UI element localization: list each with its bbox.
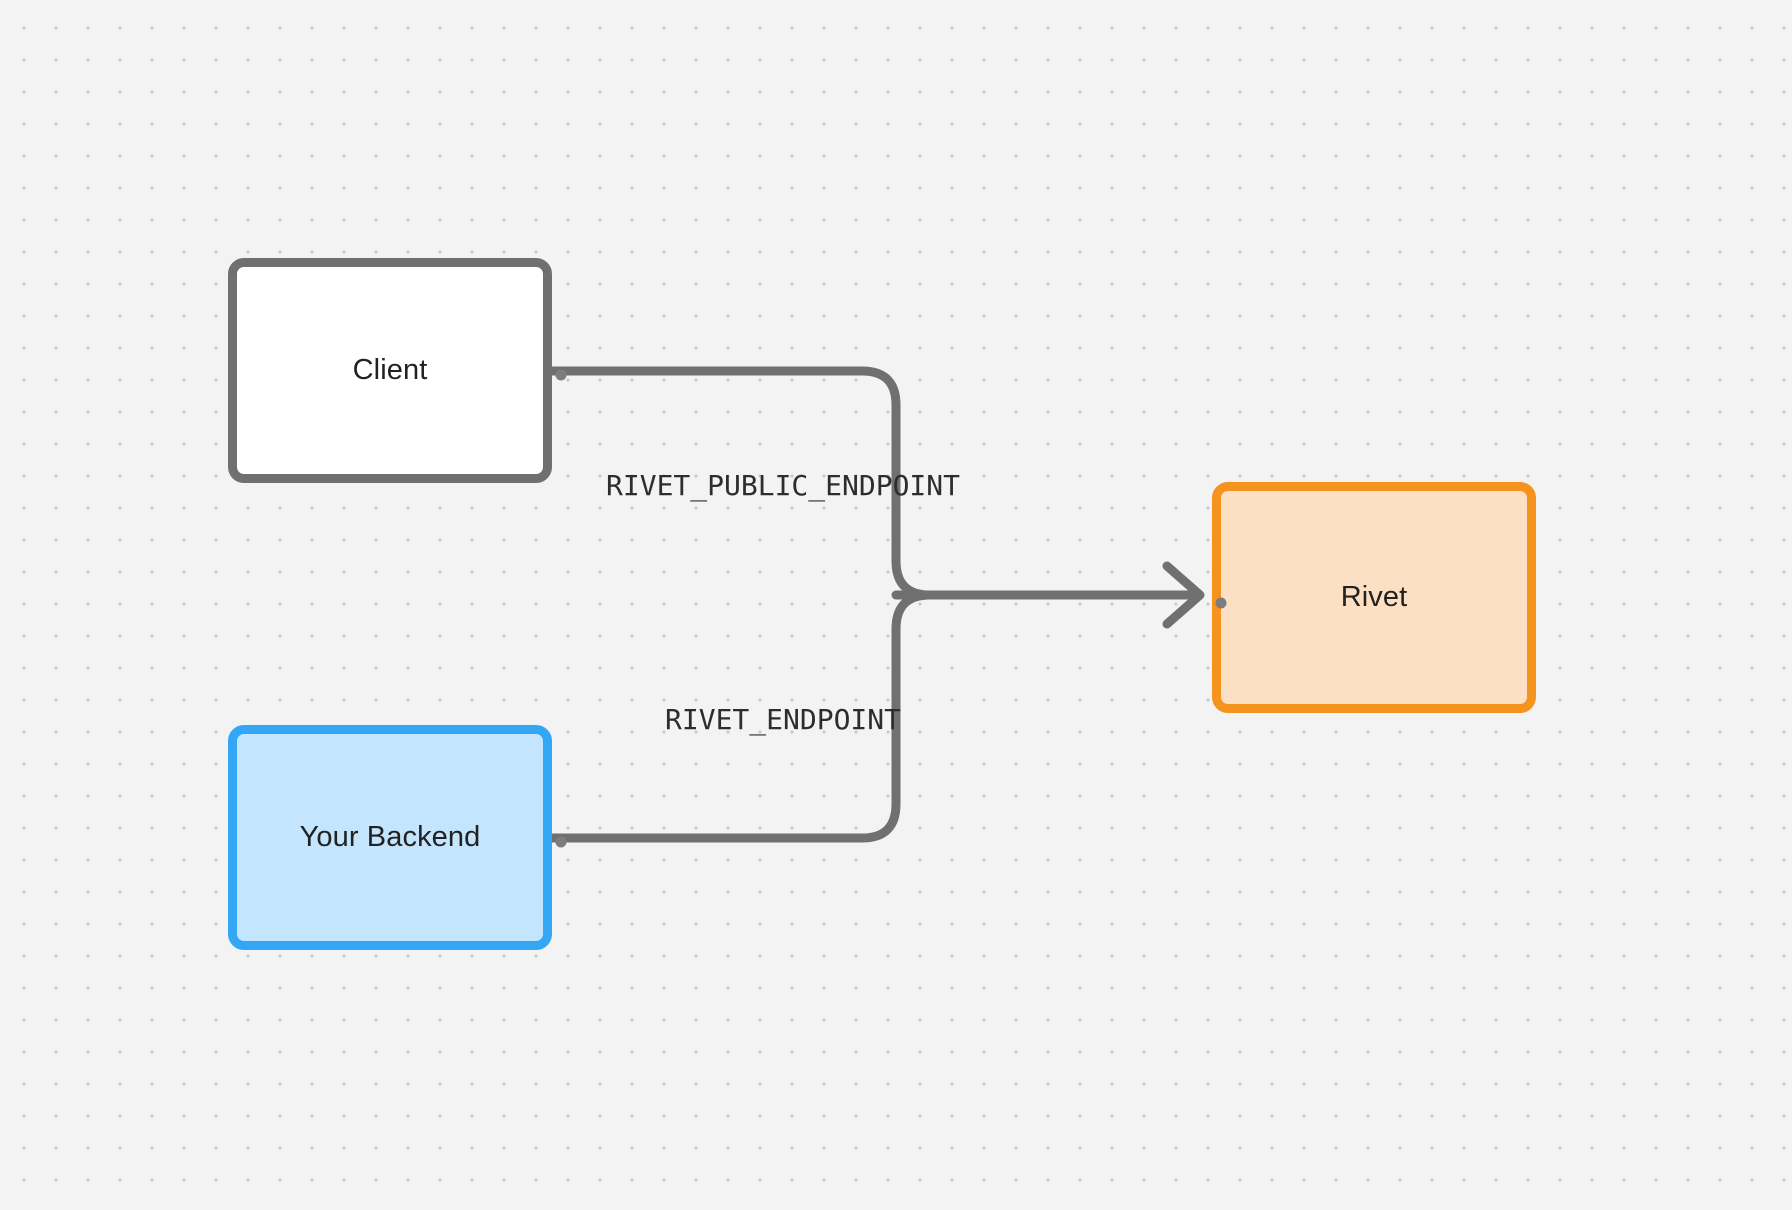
- node-client[interactable]: Client: [228, 258, 567, 483]
- edge-label-rivet-endpoint: RIVET_ENDPOINT: [664, 703, 902, 736]
- edge-label-rivet-public-endpoint: RIVET_PUBLIC_ENDPOINT: [605, 469, 961, 502]
- node-rivet[interactable]: Rivet: [1212, 482, 1536, 713]
- arrowhead-icon: [1162, 561, 1205, 629]
- node-backend-label: Your Backend: [299, 821, 481, 854]
- node-backend[interactable]: Your Backend: [228, 725, 567, 950]
- node-client-label: Client: [352, 354, 428, 387]
- node-backend-source-handle[interactable]: [555, 836, 567, 848]
- node-client-source-handle[interactable]: [555, 369, 567, 381]
- node-rivet-label: Rivet: [1340, 581, 1408, 614]
- node-rivet-target-handle[interactable]: [1215, 597, 1227, 609]
